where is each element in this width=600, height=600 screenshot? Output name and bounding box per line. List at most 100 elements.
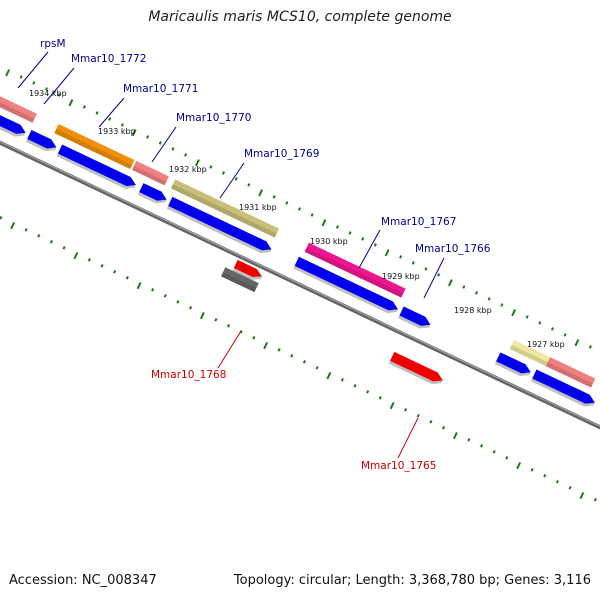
leader-lines	[17, 51, 445, 459]
gene-label-mmar10-1767[interactable]: Mmar10_1767	[381, 216, 456, 228]
cds-arrow-shape	[496, 352, 531, 374]
leader-line	[397, 417, 419, 459]
ruler-tick	[366, 390, 370, 394]
ruler-tick	[131, 129, 137, 137]
ruler-tick	[151, 288, 155, 292]
ruler-tick	[44, 87, 49, 91]
gene-label-mmar10-1772[interactable]: Mmar10_1772	[71, 53, 146, 65]
cds-arrow-shade	[137, 192, 167, 204]
ruler-tick	[424, 267, 428, 271]
ruler-tick	[125, 276, 129, 280]
ruler-tick	[361, 237, 365, 241]
gene-label-rpsm[interactable]: rpsM	[40, 38, 66, 50]
ruler-tick	[62, 246, 66, 250]
cds-arrow-mmar10-1765-shade	[388, 360, 443, 385]
gene-bar-rpsm	[0, 95, 37, 123]
ruler-tick	[525, 315, 529, 319]
gene-bar-salmon-right-shape	[545, 357, 596, 388]
cds-arrow-shade	[398, 315, 431, 329]
ruler-tick	[290, 354, 294, 358]
ruler-tick	[511, 309, 517, 317]
genome-backbone	[0, 140, 600, 430]
ruler-tick	[437, 273, 441, 277]
gene-label-mmar10-1771[interactable]: Mmar10_1771	[123, 83, 198, 95]
gene-bar-rpsm-shade	[0, 100, 35, 123]
ruler-label: 1932 kbp	[169, 165, 207, 174]
ruler-tick	[263, 342, 269, 350]
ruler-tick	[24, 228, 28, 232]
ruler-tick	[209, 165, 213, 169]
ruler-tick	[500, 303, 504, 307]
cds-arrow-mmar10-1765	[388, 351, 443, 385]
ruler-tick	[136, 282, 142, 290]
ruler-tick	[462, 285, 466, 289]
cds-arrow-shade	[166, 205, 272, 254]
ruler-tick	[5, 69, 11, 77]
ruler-tick	[399, 255, 403, 259]
ruler-tick	[285, 201, 289, 205]
gene-bar-mmar10-1772	[54, 124, 135, 170]
ruler-tick	[326, 372, 332, 380]
cds-arrow	[137, 183, 167, 204]
ruler-tick	[588, 345, 592, 349]
ruler-tick	[32, 81, 36, 85]
ruler-tick	[310, 213, 314, 217]
ruler-bottom	[0, 216, 597, 502]
leader-line	[219, 162, 245, 199]
ruler-tick	[335, 225, 339, 229]
cds-arrow-mmar10-1768-shape	[233, 259, 262, 277]
gene-bar-mmar10-1768-shape	[221, 267, 259, 293]
cds-arrow	[0, 111, 26, 137]
ruler-tick	[146, 135, 150, 139]
ruler-tick	[239, 330, 243, 334]
ruler-tick	[479, 444, 484, 448]
cds-arrow	[293, 256, 398, 314]
gene-bar-mmar10-1771-shape	[132, 160, 169, 186]
ruler-label: 1934 kbp	[29, 89, 67, 98]
gene-label-mmar10-1765[interactable]: Mmar10_1765	[361, 460, 436, 472]
cds-arrow-shade	[530, 378, 595, 407]
ruler-tick	[340, 378, 344, 382]
ruler-tick	[184, 153, 188, 157]
ruler-tick	[373, 243, 377, 247]
ruler-tick	[550, 327, 554, 331]
gene-label-mmar10-1769[interactable]: Mmar10_1769	[244, 148, 319, 160]
ruler-tick	[73, 252, 79, 260]
ruler-tick	[247, 183, 251, 187]
ruler-tick	[176, 300, 180, 304]
ruler-label: 1933 kbp	[98, 127, 136, 136]
leader-line	[358, 229, 381, 269]
leader-line	[151, 126, 177, 163]
ruler-tick	[252, 336, 256, 340]
gene-label-mmar10-1768[interactable]: Mmar10_1768	[151, 369, 226, 381]
ruler-tick	[492, 449, 496, 454]
ruler-tick	[297, 207, 301, 211]
ruler-tick	[353, 384, 357, 388]
ruler-tick	[516, 461, 522, 470]
ruler-tick	[568, 485, 572, 490]
cds-arrow	[494, 352, 531, 377]
ruler-tick	[108, 117, 112, 121]
ruler-tick	[68, 99, 74, 107]
ruler-tick	[447, 279, 453, 287]
gene-bar-mmar10-1769-shade	[170, 184, 277, 238]
ruler-tick	[95, 111, 99, 115]
ruler-tick	[563, 333, 567, 337]
cds-arrow	[166, 196, 272, 254]
gene-label-mmar10-1770[interactable]: Mmar10_1770	[176, 112, 251, 124]
ruler-label: 1927 kbp	[527, 340, 565, 349]
leader-line	[423, 257, 445, 299]
gene-bar-mmar10-1771-shade	[132, 165, 167, 186]
gene-label-mmar10-1766[interactable]: Mmar10_1766	[415, 243, 491, 255]
ruler-tick	[429, 420, 433, 424]
ruler-tick	[87, 258, 91, 262]
accession-text: Accession: NC_008347	[9, 573, 157, 588]
cds-arrow-mmar10-1768-shade	[232, 268, 262, 280]
leader-line	[98, 97, 125, 128]
ruler-tick	[302, 360, 306, 364]
ruler-tick	[378, 396, 382, 400]
features	[0, 95, 596, 407]
gene-bar-pale-shape	[509, 339, 551, 367]
cds-arrow	[25, 129, 57, 152]
ruler-tick	[171, 147, 175, 151]
